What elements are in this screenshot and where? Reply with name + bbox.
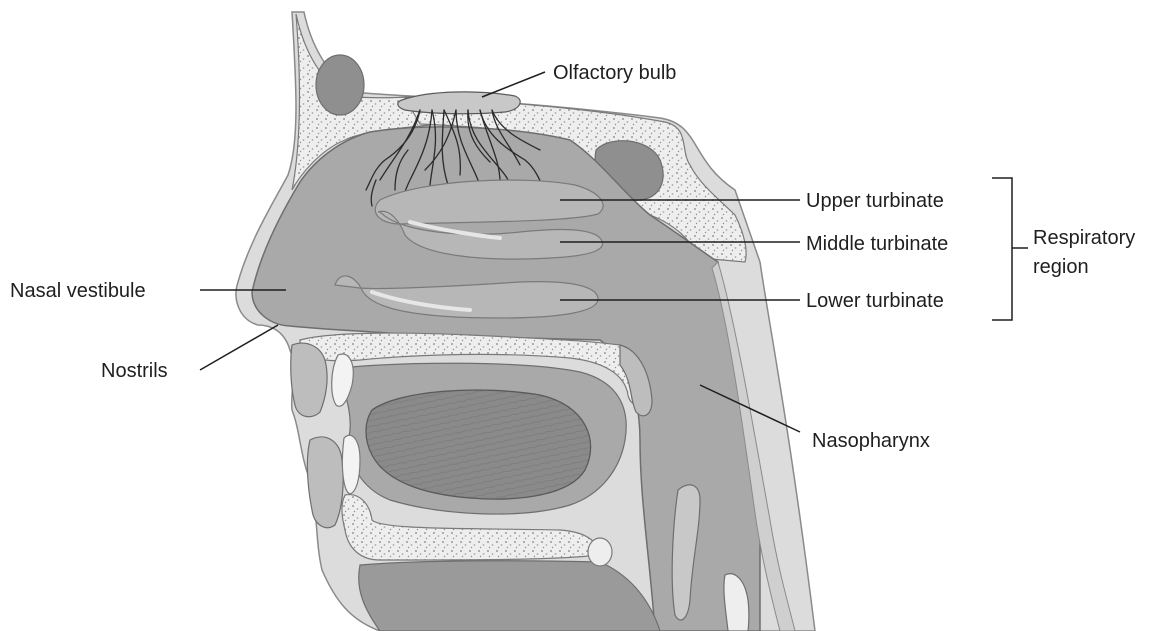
lower-lip	[307, 437, 343, 528]
lower-turbinate-label: Lower turbinate	[806, 290, 944, 312]
respiratory-region-label-line1: Respiratory	[1033, 227, 1135, 249]
upper-turbinate-label: Upper turbinate	[806, 190, 944, 212]
upper-lip	[291, 343, 327, 417]
olfactory-bulb-shape	[398, 92, 520, 114]
nostrils-leader	[200, 325, 278, 370]
respiratory-region-label-line2: region	[1033, 256, 1089, 278]
lower-tooth	[342, 435, 360, 494]
olfactory-bulb-label: Olfactory bulb	[553, 62, 676, 84]
hyoid-bone	[588, 538, 612, 566]
middle-turbinate-label: Middle turbinate	[806, 233, 948, 255]
olfactory-bulb-leader	[482, 72, 545, 97]
respiratory-region-bracket	[992, 178, 1028, 320]
floor-muscle	[359, 561, 660, 631]
nasopharynx-label: Nasopharynx	[812, 430, 930, 452]
nostrils-label: Nostrils	[101, 360, 168, 382]
frontal-sinus	[316, 55, 364, 115]
nasal-vestibule-label: Nasal vestibule	[10, 280, 146, 302]
